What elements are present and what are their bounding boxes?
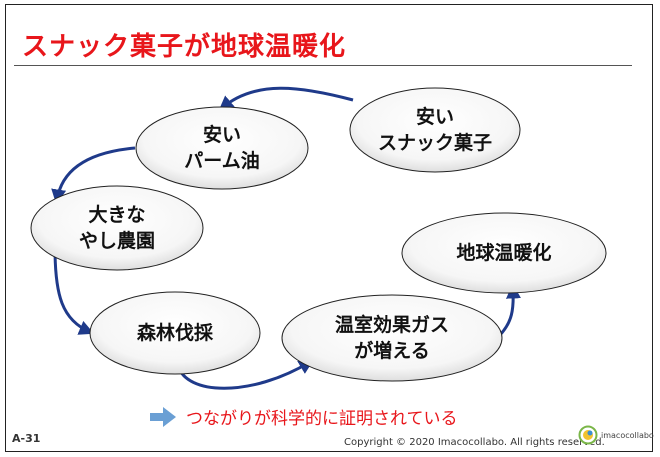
- oval-greenhouse-gas: [281, 294, 503, 382]
- oval-cheap-snacks: [349, 87, 521, 173]
- node-line: やし農園: [78, 230, 156, 252]
- node-line: 安い: [415, 106, 455, 128]
- logo-icon: [578, 425, 598, 445]
- node-global-warming: 地球温暖化: [456, 240, 551, 266]
- arrow-plantation-to-deforestation: [53, 247, 95, 335]
- copyright-text: Copyright © 2020 Imacocollabo. All right…: [344, 437, 605, 448]
- slide-frame: [5, 4, 653, 452]
- node-line: スナック菓子: [377, 132, 493, 154]
- slide-title: スナック菓子が地球温暖化: [22, 32, 347, 62]
- node-line: パーム油: [184, 150, 260, 172]
- node-line: 森林伐採: [136, 322, 214, 344]
- conclusion-note: つながりが科学的に証明されている: [150, 404, 458, 429]
- conclusion-text: つながりが科学的に証明されている: [186, 409, 458, 429]
- node-deforestation: 森林伐採: [137, 320, 213, 346]
- logo-text: imacocollabo: [601, 430, 654, 440]
- oval-global-warming: [401, 212, 607, 294]
- node-line: 大きな: [88, 204, 146, 226]
- right-arrow-icon: [150, 406, 176, 427]
- node-cheap-palm-oil: 安い パーム油: [184, 122, 259, 174]
- node-large-plantation: 大きな やし農園: [79, 202, 155, 254]
- oval-cheap-palm-oil: [135, 106, 309, 190]
- node-line: が増える: [354, 340, 430, 362]
- title-divider: [14, 65, 632, 66]
- arrow-snacks-to-palm-oil: [218, 86, 354, 111]
- node-cheap-snacks: 安い スナック菓子: [378, 104, 492, 156]
- page-number: A-31: [12, 432, 41, 445]
- arrow-palm-oil-to-plantation: [51, 146, 136, 205]
- node-line: 地球温暖化: [456, 242, 552, 264]
- oval-deforestation: [89, 291, 261, 375]
- oval-large-plantation: [30, 185, 204, 271]
- node-line: 温室効果ガス: [334, 314, 450, 336]
- node-line: 安い: [202, 124, 241, 146]
- company-logo: imacocollabo: [578, 425, 654, 445]
- node-greenhouse-gas: 温室効果ガス が増える: [335, 312, 449, 364]
- arrow-greenhouse-gas-to-warming: [498, 283, 521, 337]
